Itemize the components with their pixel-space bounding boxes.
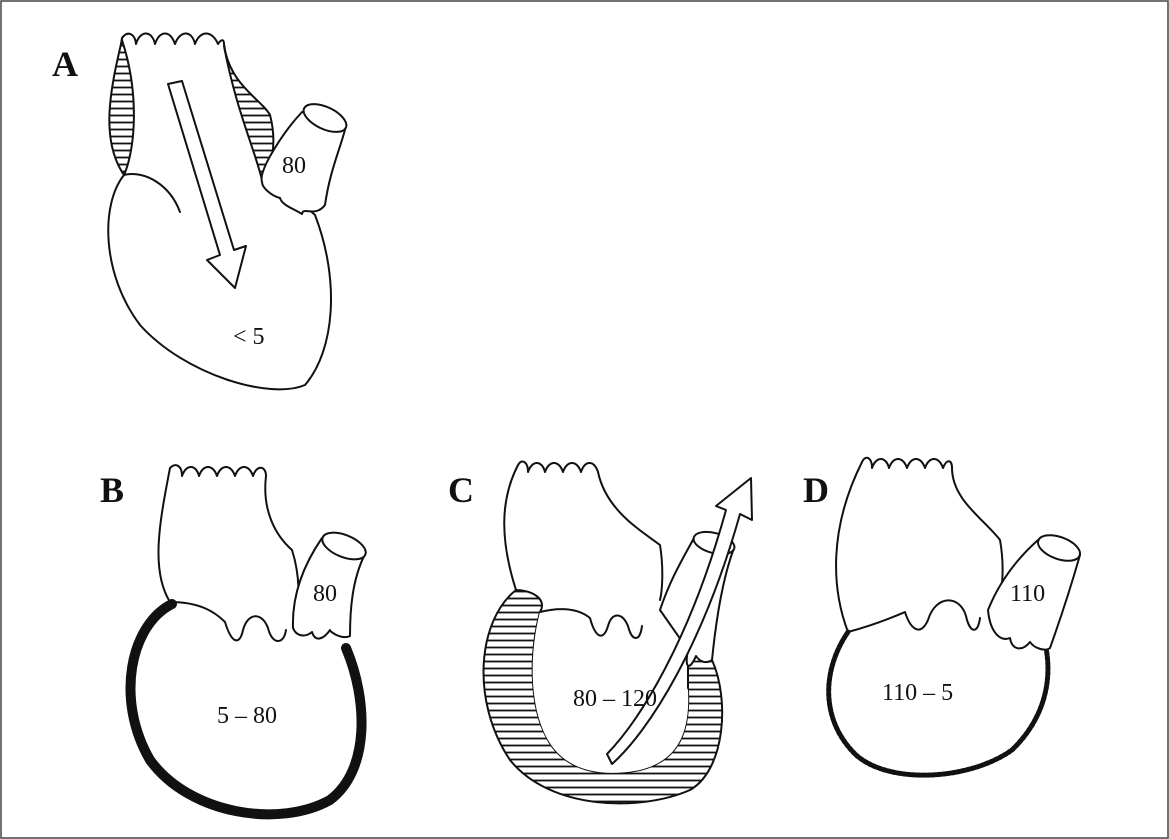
panel-d-ventricle-pressure: 110 – 5 xyxy=(882,680,953,706)
panel-d: D 110 110 – 5 xyxy=(803,458,1083,775)
panel-d-label: D xyxy=(803,470,829,510)
panel-a-inflow-arrow xyxy=(168,81,246,288)
panel-a-atrium-top xyxy=(122,34,224,45)
panel-c-ventricle-pressure: 80 – 120 xyxy=(573,686,657,712)
panel-b-atrium xyxy=(158,465,298,630)
panel-b-mitral-valve xyxy=(170,602,286,641)
panel-d-aorta-pressure: 110 xyxy=(1010,581,1045,607)
panel-c: C 80 – 120 xyxy=(448,461,752,803)
panel-d-atrium xyxy=(836,458,1003,632)
panel-c-label: C xyxy=(448,470,474,510)
panel-a-aorta-pressure: 80 xyxy=(282,153,306,179)
panel-b-ventricle-pressure: 5 – 80 xyxy=(217,703,277,729)
panel-b-aorta-pressure: 80 xyxy=(313,581,337,607)
panel-a-label: A xyxy=(52,44,78,84)
panel-b: B 80 5 – 80 xyxy=(100,465,369,814)
panel-a-ventricle-pressure: < 5 xyxy=(233,324,265,350)
panel-c-atrium xyxy=(504,461,662,600)
panel-a-right-leaflet xyxy=(224,46,273,180)
panel-d-mitral-valve xyxy=(848,600,980,632)
panel-a-left-leaflet xyxy=(109,40,134,175)
panel-a-septum-curve xyxy=(124,174,180,212)
panel-b-label: B xyxy=(100,470,124,510)
panel-a: A 80 < 5 xyxy=(52,34,350,390)
